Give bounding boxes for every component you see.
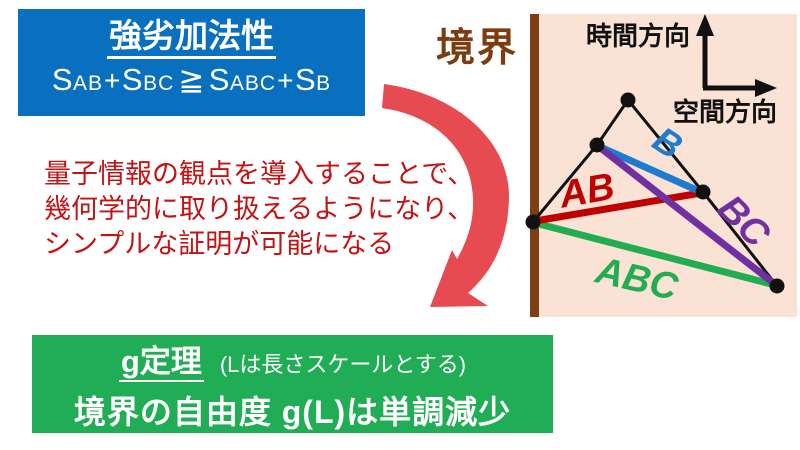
subadditivity-title: 強劣加法性 bbox=[18, 16, 365, 59]
formula-geq: ≧ bbox=[178, 62, 205, 97]
time-axis-label: 時間方向 bbox=[586, 21, 690, 51]
label-abc: ABC bbox=[591, 249, 682, 309]
chord-ab bbox=[534, 189, 702, 225]
time-axis-arrowhead-icon bbox=[696, 14, 714, 36]
note-line-3: シンプルな証明が可能になる bbox=[44, 229, 395, 259]
vertex-bottom-right bbox=[769, 278, 785, 294]
formula-s2: S bbox=[121, 62, 144, 97]
boundary-line bbox=[530, 14, 539, 317]
label-b: B bbox=[646, 118, 690, 167]
boundary-label: 境界 bbox=[436, 27, 519, 70]
wedge-left-edge bbox=[531, 99, 630, 223]
space-axis-arrowhead-icon bbox=[755, 79, 777, 97]
note-line-2: 幾何学的に取り扱えるようになり、 bbox=[44, 194, 475, 224]
label-bc: BC bbox=[709, 187, 778, 256]
quantum-info-note: 量子情報の観点を導入することで、 幾何学的に取り扱えるようになり、 シンプルな証… bbox=[44, 157, 524, 262]
formula-s4: S bbox=[294, 62, 317, 97]
formula-plus2: + bbox=[277, 65, 294, 96]
g-theorem-title: g定理 bbox=[118, 344, 204, 382]
note-line-1: 量子情報の観点を導入することで、 bbox=[44, 159, 475, 189]
vertex-apex bbox=[620, 92, 636, 108]
vertex-right bbox=[695, 184, 711, 200]
formula-g3: ABC bbox=[229, 72, 277, 95]
label-ab: AB bbox=[555, 166, 617, 217]
g-theorem-box: g定理 (Lは長さスケールとする) 境界の自由度 g(L)は単調減少 bbox=[32, 335, 553, 433]
formula-s3: S bbox=[208, 62, 230, 97]
formula-s1: S bbox=[51, 62, 73, 97]
chord-bc bbox=[595, 143, 779, 288]
vertex-boundary bbox=[525, 214, 541, 230]
vertex-upper-left bbox=[589, 137, 605, 153]
formula-g1: AB bbox=[73, 72, 104, 95]
g-theorem-heading: g定理 (Lは長さスケールとする) bbox=[32, 343, 553, 387]
chord-abc bbox=[534, 219, 776, 289]
wedge-right-edge bbox=[626, 99, 779, 287]
space-axis-label: 空間方向 bbox=[673, 97, 777, 127]
formula-g4: B bbox=[316, 72, 332, 95]
formula-plus1: + bbox=[104, 65, 121, 96]
g-theorem-statement: 境界の自由度 g(L)は単調減少 bbox=[73, 394, 512, 430]
chord-b bbox=[596, 142, 703, 196]
bulk-panel bbox=[539, 14, 797, 317]
formula-g2: BC bbox=[143, 72, 175, 95]
subadditivity-title-text: 強劣加法性 bbox=[107, 17, 276, 59]
g-theorem-subtitle: (Lは長さスケールとする) bbox=[219, 352, 467, 377]
